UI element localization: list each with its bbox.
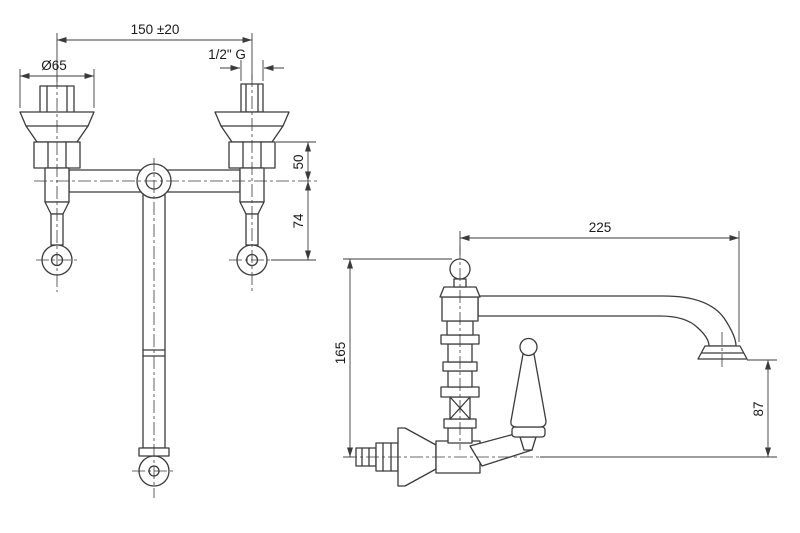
- dim-axis-to-elbow: 74: [291, 213, 306, 229]
- dimension-lines: [20, 37, 771, 457]
- dim-flange-diameter: Ø65: [41, 58, 67, 73]
- dim-overall-height: 165: [333, 342, 348, 365]
- front-centerlines: [34, 74, 320, 498]
- dim-spout-reach: 225: [589, 220, 612, 235]
- dim-hole-spacing: 150 ±20: [131, 22, 180, 37]
- spout: [477, 295, 737, 347]
- side-view: [344, 246, 748, 487]
- dimension-annotations: 150 ±20 Ø65 1/2" G 50 74 225 165 87: [19, 22, 777, 458]
- side-centerlines: [344, 246, 723, 458]
- extension-lines: [19, 33, 777, 458]
- handle-knob: [519, 337, 538, 357]
- dim-outlet-to-axis: 87: [751, 401, 766, 416]
- dim-thread-size: 1/2" G: [208, 47, 246, 62]
- handle-lever: [510, 337, 547, 451]
- dim-flange-to-axis: 50: [291, 154, 306, 169]
- front-view: [19, 74, 320, 498]
